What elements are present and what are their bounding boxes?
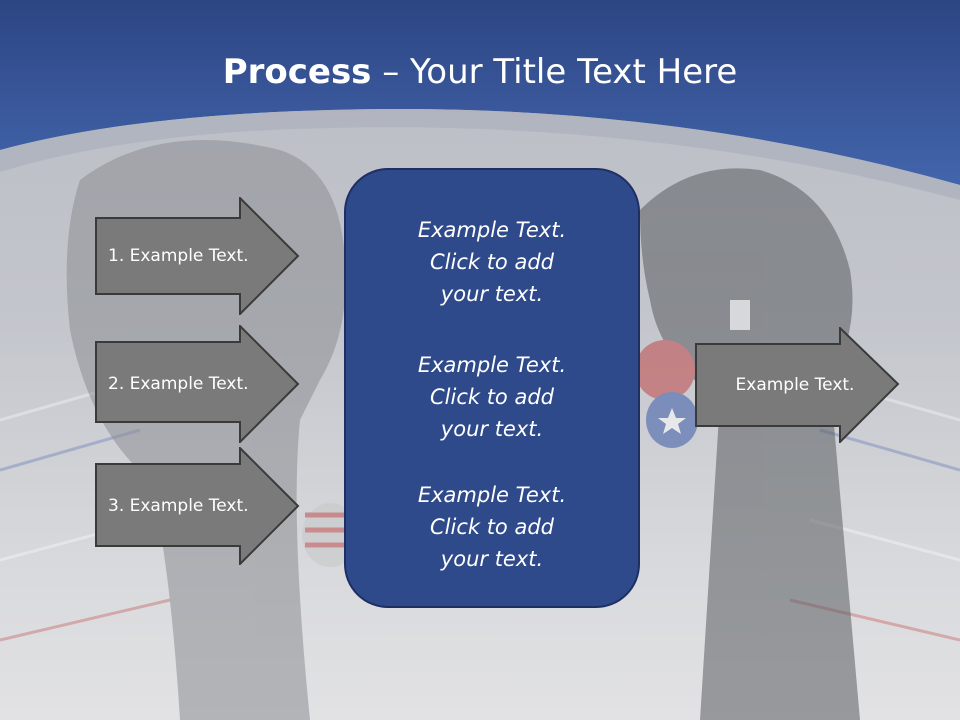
left-arrow-3-label: 3. Example Text.: [108, 496, 249, 516]
slide-title: Process – Your Title Text Here: [0, 52, 960, 92]
center-block-2-line-3: your text.: [440, 417, 544, 441]
arrow-right-icon: [95, 325, 300, 443]
center-block-2-line-1: Example Text.: [417, 353, 567, 377]
arrow-right-icon: [95, 447, 300, 565]
title-rest: – Your Title Text Here: [371, 52, 738, 92]
center-text-block-1: Example Text. Click to add your text.: [346, 214, 638, 310]
header-band: [0, 0, 960, 200]
left-arrow-1[interactable]: 1. Example Text.: [95, 197, 300, 315]
left-arrow-2-label: 2. Example Text.: [108, 374, 249, 394]
center-block-3-line-1: Example Text.: [417, 483, 567, 507]
title-bold: Process: [222, 52, 372, 92]
center-block-1-line-1: Example Text.: [417, 218, 567, 242]
center-block-2-line-2: Click to add: [429, 385, 554, 409]
center-block-1-line-2: Click to add: [429, 250, 554, 274]
arrow-right-icon: [695, 327, 900, 443]
center-block-3-line-2: Click to add: [429, 515, 554, 539]
center-block-3-line-3: your text.: [440, 547, 544, 571]
center-block-1-line-3: your text.: [440, 282, 544, 306]
right-arrow-label: Example Text.: [735, 375, 855, 395]
right-arrow[interactable]: Example Text.: [695, 327, 900, 443]
center-text-block-2: Example Text. Click to add your text.: [346, 349, 638, 445]
left-arrow-3[interactable]: 3. Example Text.: [95, 447, 300, 565]
left-arrow-2[interactable]: 2. Example Text.: [95, 325, 300, 443]
donkey-silhouette: [640, 168, 860, 720]
center-text-block-3: Example Text. Click to add your text.: [346, 479, 638, 575]
left-arrow-1-label: 1. Example Text.: [108, 246, 249, 266]
arrow-right-icon: [95, 197, 300, 315]
center-text-box[interactable]: Example Text. Click to add your text. Ex…: [344, 168, 640, 608]
